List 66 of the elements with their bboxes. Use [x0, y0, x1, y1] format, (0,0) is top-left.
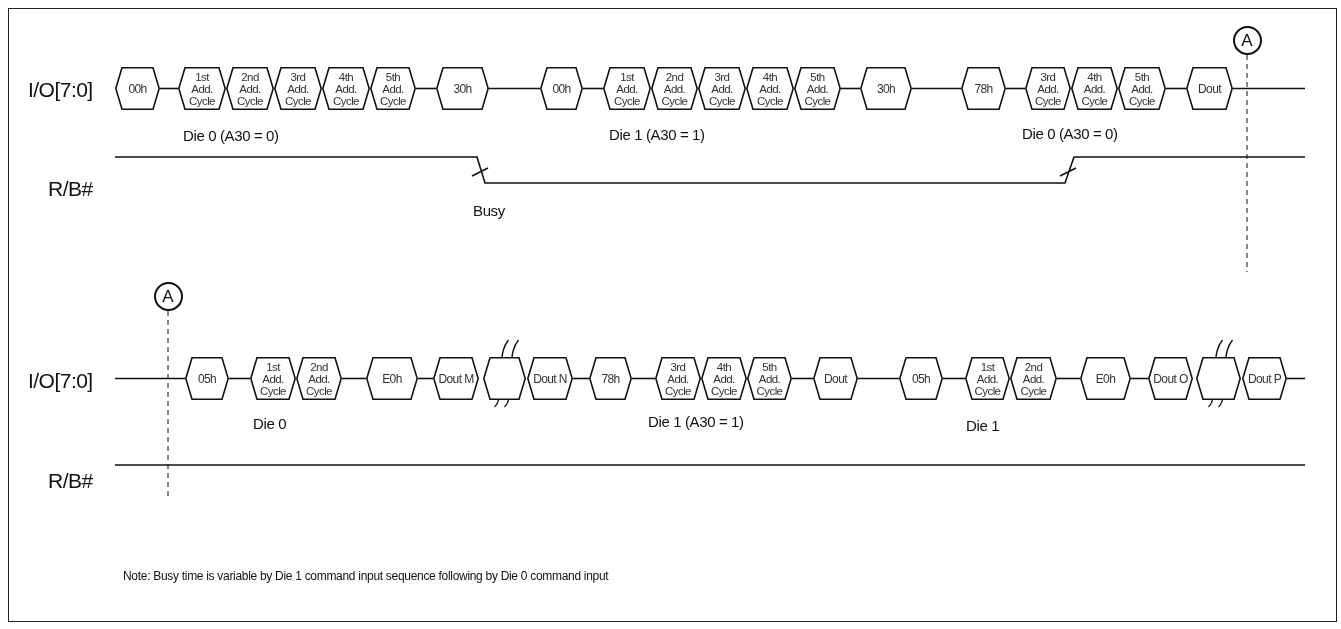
- note-text: Note: Busy time is variable by Die 1 command input sequence following by Die 0 command input: [123, 568, 609, 585]
- bus-state-hexagon: 78h: [961, 67, 1006, 110]
- bus-line: [791, 377, 814, 380]
- signal-label: Die 0 (A30 = 0): [183, 126, 279, 146]
- bus-state-hexagon: 78h: [589, 357, 632, 400]
- bus-state-hexagon: Dout: [813, 357, 858, 400]
- bus-state-hexagon: 1st Add. Cycle: [603, 67, 651, 110]
- bus-state-hexagon: [483, 357, 526, 400]
- bus-state-hexagon: 30h: [860, 67, 912, 110]
- bus-state-hexagon: 00h: [115, 67, 160, 110]
- bus-state-hexagon: 1st Add. Cycle: [250, 357, 296, 400]
- bus-state-hexagon: Dout M: [433, 357, 479, 400]
- bus-line: [942, 377, 966, 380]
- bus-state-hexagon: 5th Add. Cycle: [370, 67, 416, 110]
- signal-label: Die 0: [253, 414, 287, 434]
- bus-state-hexagon: 2nd Add. Cycle: [1010, 357, 1057, 400]
- signal-label: R/B#: [48, 468, 93, 494]
- bus-state-hexagon: 3rd Add. Cycle: [655, 357, 701, 400]
- bus-line: [114, 377, 186, 380]
- bus-line: [840, 87, 861, 90]
- bus-state-hexagon: 5th Add. Cycle: [1118, 67, 1166, 110]
- signal-label: Die 1: [966, 416, 1000, 436]
- signal-label: Die 1 (A30 = 1): [648, 412, 744, 432]
- bus-state-hexagon: 05h: [185, 357, 229, 400]
- bus-line: [1005, 87, 1026, 90]
- bus-state-hexagon: 00h: [540, 67, 583, 110]
- bus-state-hexagon: Dout: [1186, 67, 1233, 110]
- signal-label: I/O[7:0]: [28, 77, 93, 103]
- bus-line: [857, 377, 900, 380]
- bus-state-hexagon: 3rd Add. Cycle: [698, 67, 746, 110]
- bus-state-hexagon: Dout N: [527, 357, 573, 400]
- bus-line: [1056, 377, 1081, 380]
- bus-state-hexagon: 4th Add. Cycle: [1071, 67, 1118, 110]
- bus-state-hexagon: 4th Add. Cycle: [746, 67, 794, 110]
- bus-state-hexagon: 3rd Add. Cycle: [1025, 67, 1071, 110]
- bus-line: [631, 377, 656, 380]
- bus-state-hexagon: E0h: [366, 357, 418, 400]
- bus-state-hexagon: 05h: [899, 357, 943, 400]
- bus-state-hexagon: Dout O: [1148, 357, 1193, 400]
- bus-state-hexagon: 1st Add. Cycle: [178, 67, 226, 110]
- bus-state-hexagon: 3rd Add. Cycle: [274, 67, 322, 110]
- bus-state-hexagon: 30h: [436, 67, 489, 110]
- bus-state-hexagon: 2nd Add. Cycle: [226, 67, 274, 110]
- signal-label: Die 0 (A30 = 0): [1022, 124, 1118, 144]
- bus-line: [488, 87, 541, 90]
- bus-state-hexagon: Dout P: [1242, 357, 1287, 400]
- bus-state-hexagon: 5th Add. Cycle: [794, 67, 841, 110]
- signal-label: Busy: [473, 201, 505, 221]
- bus-state-hexagon: [1196, 357, 1241, 400]
- bus-line: [228, 377, 251, 380]
- bus-state-hexagon: 5th Add. Cycle: [747, 357, 792, 400]
- bus-line: [341, 377, 367, 380]
- bus-line: [1165, 87, 1187, 90]
- signal-label: R/B#: [48, 176, 93, 202]
- signal-label: Die 1 (A30 = 1): [609, 125, 705, 145]
- bus-state-hexagon: 2nd Add. Cycle: [651, 67, 698, 110]
- bus-line: [582, 87, 604, 90]
- bus-state-hexagon: E0h: [1080, 357, 1131, 400]
- bus-state-hexagon: 2nd Add. Cycle: [296, 357, 342, 400]
- signal-label: I/O[7:0]: [28, 368, 93, 394]
- bus-state-hexagon: 1st Add. Cycle: [965, 357, 1010, 400]
- bus-line: [911, 87, 962, 90]
- bus-state-hexagon: 4th Add. Cycle: [701, 357, 747, 400]
- bus-state-hexagon: 4th Add. Cycle: [322, 67, 370, 110]
- bus-line: [415, 87, 437, 90]
- bus-line: [1232, 87, 1306, 90]
